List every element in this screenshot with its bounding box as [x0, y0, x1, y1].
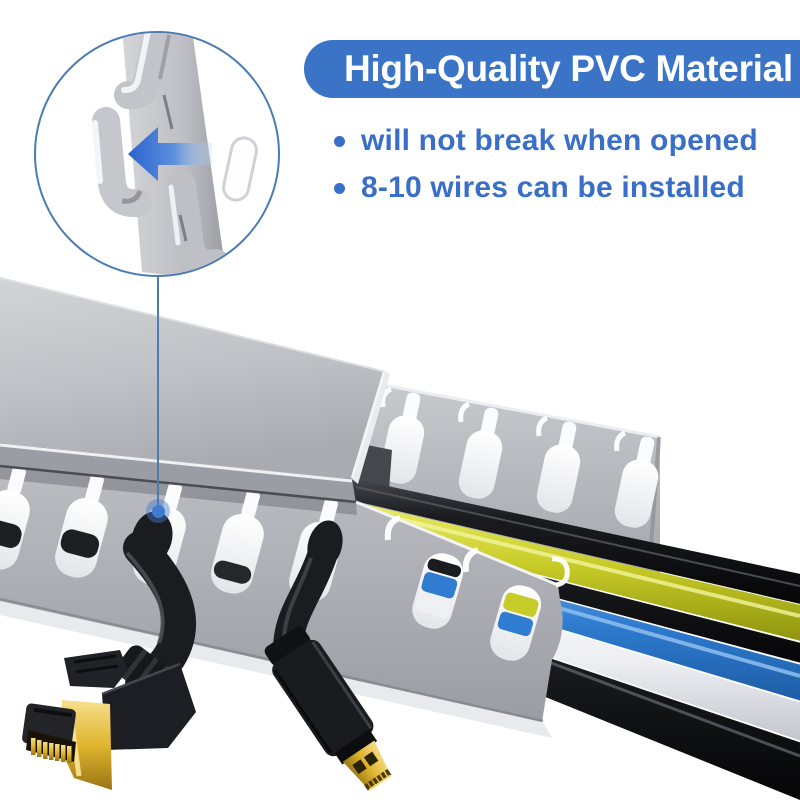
arrow-left-icon: [128, 127, 212, 181]
bullet-item: 8-10 wires can be installed: [334, 169, 758, 207]
closeup-artwork: [92, 33, 258, 275]
bullet-label: will not break when opened: [361, 124, 758, 157]
front-wall-slot: [55, 473, 108, 578]
front-wall-slot: [490, 585, 542, 661]
bullet-item: will not break when opened: [334, 122, 758, 160]
yellow-wire: [350, 501, 800, 641]
front-wall-slot: [412, 553, 464, 629]
lid-front-lip: [0, 443, 356, 503]
front-wall-slot: [0, 465, 30, 570]
back-wall-slot: [536, 421, 581, 513]
feature-bullets: will not break when opened 8-10 wires ca…: [334, 122, 758, 207]
bullet-dot-icon: [334, 182, 345, 194]
back-wall-slot: [614, 436, 659, 528]
back-wall-slot: [380, 392, 425, 484]
material-closeup-callout: [34, 31, 280, 277]
back-wall-slot: [458, 407, 503, 499]
callout-dot: [151, 504, 165, 518]
black-wire-top: [350, 478, 800, 604]
callout-leader-line: [157, 276, 159, 512]
front-wall-slot: [211, 489, 264, 594]
closeup-oval-hole: [222, 136, 258, 202]
rj45-ethernet-connector: [22, 645, 196, 790]
banner-title: High-Quality PVC Material: [304, 40, 800, 98]
raceway-lid: [0, 277, 390, 504]
bullet-label: 8-10 wires can be installed: [361, 171, 745, 204]
bullet-dot-icon: [334, 135, 345, 147]
hdmi-connector: [264, 626, 392, 791]
lid-top: [0, 277, 385, 479]
